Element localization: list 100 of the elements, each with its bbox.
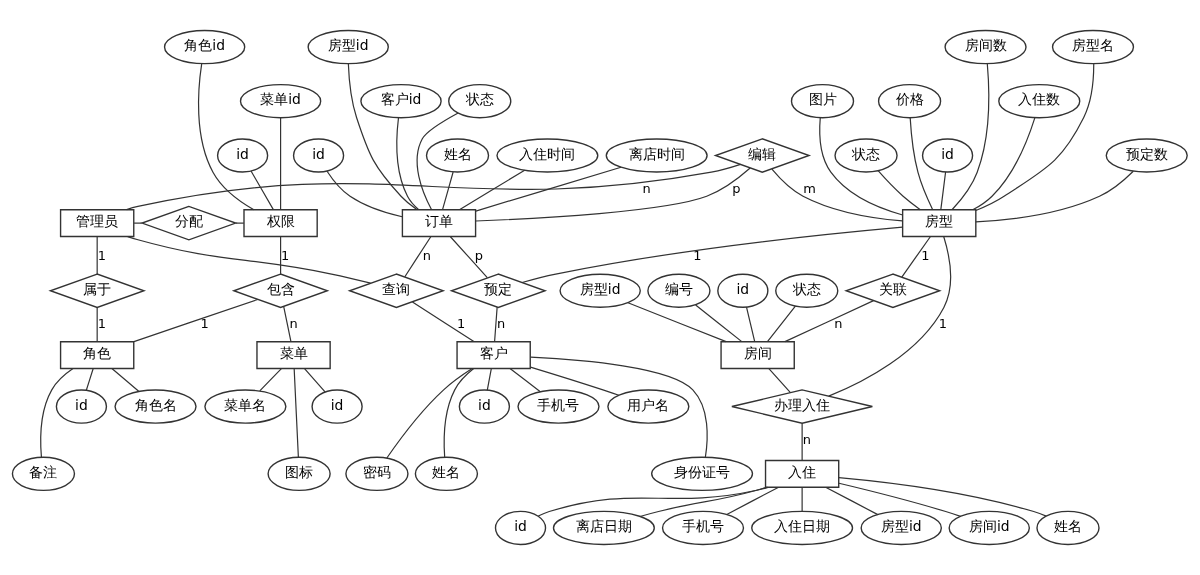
connector [442,171,454,210]
connector [801,422,803,461]
node-diamond: 关联 [844,273,942,309]
connector [838,477,1047,517]
edge-label: n [642,180,651,196]
node-ellipse: 入住日期 [751,510,854,546]
node-ellipse: 状态 [834,138,898,173]
node-box: 角色 [59,341,135,370]
connector [726,486,779,516]
edge-label: n [289,315,298,331]
connector [745,306,756,343]
node-ellipse: 房型id [860,510,943,546]
connector [975,62,1095,212]
edge-label: p [474,248,483,264]
connector [530,356,708,459]
edge-label: 1 [938,315,948,331]
node-ellipse: id [458,389,511,424]
connector [768,367,792,394]
connector [280,236,282,275]
connector [521,226,904,284]
connector [825,486,879,516]
edge-label: m [803,180,816,196]
connector [459,169,526,211]
node-ellipse: 密码 [345,456,409,492]
connector [303,367,326,393]
connector [133,298,259,343]
connector [293,367,299,458]
connector [767,305,796,343]
node-diamond: 分配 [140,205,238,241]
connector [283,305,292,343]
node-ellipse: 手机号 [517,389,600,424]
connector [85,367,94,392]
node-diamond: 编辑 [713,138,812,173]
node-ellipse: id [216,138,269,173]
node-ellipse: 房间id [948,510,1031,546]
node-box: 订单 [401,209,477,238]
connector [529,366,620,396]
node-ellipse: 姓名 [425,138,490,173]
connector [126,163,742,211]
connector [326,170,403,218]
edge-label: n [802,431,811,447]
node-ellipse: 状态 [775,273,839,308]
connector [972,117,1036,211]
node-ellipse: 房型id [307,29,389,65]
node-ellipse: 姓名 [1036,510,1100,546]
connector [801,486,803,513]
connector [771,168,903,222]
connector [627,302,727,343]
connector [197,63,255,211]
node-box: 入住 [764,459,840,488]
connector [347,62,418,211]
node-ellipse: id [55,389,108,424]
node-box: 房型 [901,209,977,238]
edge-label: 1 [457,315,466,331]
node-diamond: 办理入住 [731,389,874,424]
edge-label: n [834,315,843,331]
connector [386,367,473,459]
connector [411,301,475,343]
connector [494,306,498,343]
connector [909,117,934,210]
connector [486,367,492,391]
node-ellipse: 图片 [790,83,855,119]
node-ellipse: id [292,138,345,173]
node-ellipse: 用户名 [607,389,690,424]
node-ellipse: 预定数 [1105,138,1188,173]
edge-label: 1 [97,315,106,331]
node-box: 管理员 [59,209,135,238]
node-ellipse: id [311,389,363,424]
node-ellipse: 房型id [559,273,641,308]
connector [537,486,769,517]
node-ellipse: 手机号 [661,510,745,546]
node-ellipse: 姓名 [414,456,479,492]
node-ellipse: 角色id [163,29,246,65]
connector [509,367,541,393]
node-diamond: 属于 [48,273,146,309]
edge-label: 1 [200,315,209,331]
connector [940,171,947,210]
node-ellipse: 离店日期 [552,510,655,546]
node-diamond: 查询 [347,273,446,309]
node-ellipse: 角色名 [114,389,197,424]
node-ellipse: 身份证号 [651,456,754,492]
connector [475,167,751,222]
edge-label: n [422,248,432,264]
node-ellipse: 图标 [267,456,331,492]
connector [975,170,1134,223]
edge-label: 1 [281,248,290,264]
edge-label: p [732,180,741,196]
connector [951,62,990,211]
connector [96,236,98,275]
node-diamond: 预定 [449,273,548,309]
edge-label: 1 [921,248,930,264]
node-ellipse: 菜单id [239,83,322,119]
node-box: 权限 [243,209,318,238]
node-ellipse: 入住数 [998,83,1081,119]
node-ellipse: 房间数 [944,29,1027,65]
node-box: 菜单 [256,341,331,370]
connector [828,236,952,397]
connector [416,112,459,211]
connector [396,117,420,210]
connector [235,222,245,224]
